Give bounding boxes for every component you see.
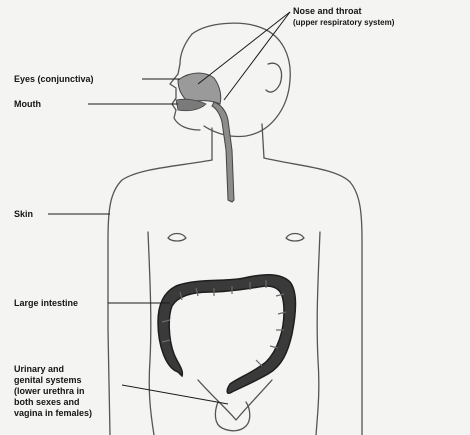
eyes-label: Eyes (conjunctiva) <box>14 74 94 84</box>
nose-throat-label-line2: (upper respiratory system) <box>293 18 394 28</box>
esophagus <box>212 102 234 202</box>
mouth-label: Mouth <box>14 99 41 109</box>
urinary-label-line3: (lower urethra in <box>14 386 85 396</box>
left-nipple <box>168 234 186 242</box>
urinary-label-line2: genital systems <box>14 375 82 385</box>
large-intestine-label: Large intestine <box>14 298 78 308</box>
urinary-label-line4: both sexes and <box>14 397 80 407</box>
large-intestine <box>158 275 296 394</box>
urinary-label-line5: vagina in females) <box>14 408 92 418</box>
left-torso-line <box>148 232 154 435</box>
right-shoulder-arm <box>264 158 362 435</box>
colon-haustra <box>162 280 286 366</box>
right-torso-line <box>316 232 320 435</box>
skin-label: Skin <box>14 209 33 219</box>
nose-throat-label-line1: Nose and throat <box>293 6 362 16</box>
neck-outline <box>212 124 264 160</box>
left-shoulder-arm <box>108 160 212 435</box>
urinary-label-line1: Urinary and <box>14 364 64 374</box>
ear-outline <box>266 63 282 92</box>
right-nipple <box>286 234 304 242</box>
